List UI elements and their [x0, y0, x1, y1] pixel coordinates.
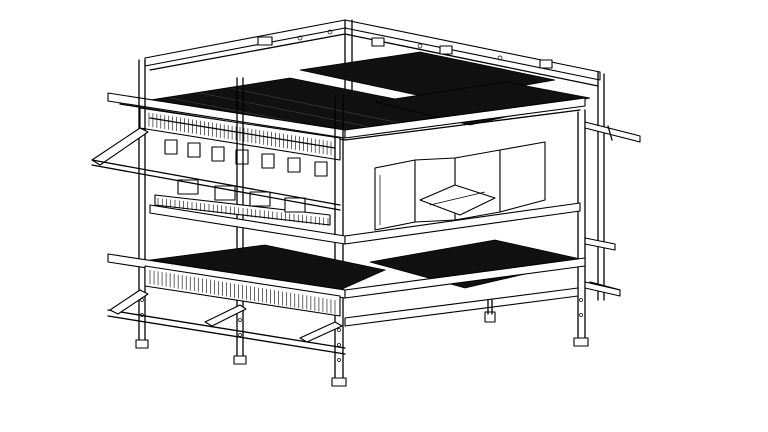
side-bracket-upper-right — [584, 121, 641, 143]
lower-feeder-trough — [144, 265, 341, 317]
lower-front-rail — [107, 253, 586, 299]
center-partition-right — [414, 141, 546, 223]
center-hopper — [419, 184, 496, 216]
legs — [135, 299, 589, 387]
center-partition-left — [374, 159, 416, 231]
upper-egg-boxes — [164, 139, 328, 177]
middle-wire-floor — [149, 194, 581, 245]
side-bracket-lower-right — [584, 237, 621, 297]
upper-front-rail — [107, 92, 586, 141]
side-bracket-lower-left — [109, 289, 343, 343]
side-bracket-upper-left — [91, 127, 341, 211]
post-holes — [140, 298, 583, 362]
